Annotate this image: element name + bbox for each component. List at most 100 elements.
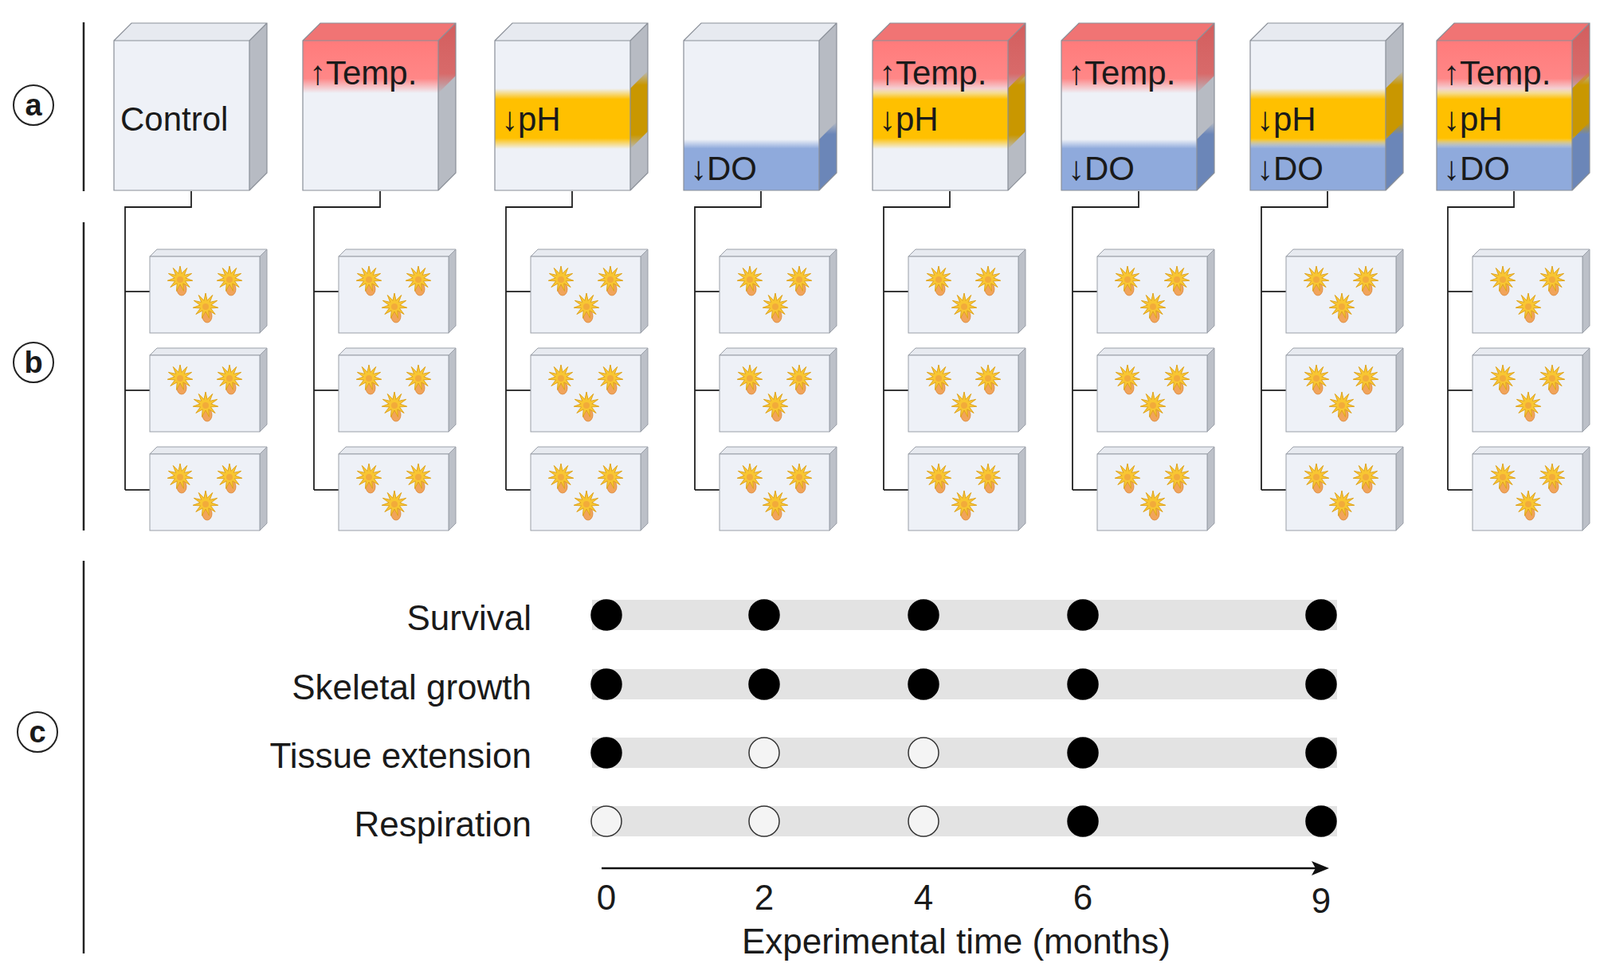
coral-mouth [772,501,779,508]
tank-top [530,447,648,455]
tank-front [719,256,830,334]
band-row: ↓DO [1250,145,1386,193]
coral-tentacles [1303,463,1330,489]
tank-drawing [302,23,458,193]
coral-tentacles [1140,490,1166,516]
coral-tentacles [597,463,624,489]
coral-tentacles [356,463,382,489]
coral-mouth [365,375,373,382]
tank-side [259,348,267,432]
tank-top [149,348,267,356]
coral-tentacles [381,392,408,417]
tank-top [1472,249,1590,257]
coral-tentacles [192,293,219,318]
tank-side [1396,447,1404,531]
measured-dot [1067,737,1099,769]
bracket-tick [505,290,531,293]
tank-front [908,454,1019,531]
coral-tentacles [167,364,193,390]
coral-mouth [583,402,590,409]
coral-tentacles [1114,364,1141,390]
tank-front [719,355,830,432]
coral-polyp [597,364,624,395]
tank-side [1207,348,1215,432]
coral-polyp [356,364,382,395]
coral-polyp [1539,266,1565,296]
coral-mouth [607,276,614,283]
coral-tentacles [925,463,952,489]
coral-polyp [1114,266,1141,296]
tank-top [872,23,1026,41]
tank-side [640,249,648,334]
tank-side [1007,23,1026,191]
coral-polyp [216,266,243,296]
replicate-tank [338,447,456,531]
coral-polyp [1515,490,1542,521]
bracket-tick [694,489,720,491]
coral-polyp [1303,266,1330,296]
coral-polyp [951,490,977,521]
bracket-tick [1261,489,1287,491]
tank-front [872,40,1008,191]
coral-mouth [607,375,614,382]
coral-mouth [176,474,184,481]
bracket-tick [1261,389,1287,392]
treatment-label: ↓pH [501,102,561,137]
tank-side [1582,249,1590,334]
treatment-band-side [1007,70,1026,150]
bracket-tick [125,290,150,293]
coral-tentacles [1490,463,1516,489]
bracket-tick [1072,489,1098,491]
coral-mouth [1499,276,1506,283]
coral-tentacles [356,364,382,390]
tank-front [1097,355,1208,432]
treatment-band [872,40,1008,94]
tank-side [1582,348,1590,432]
tank-front [338,256,449,334]
treatment-band-side [1572,121,1590,191]
bracket-tick [313,489,339,491]
tank-top [149,447,267,455]
coral-polyp [405,463,432,494]
measured-dot [1305,806,1337,837]
label-anchor: 4 [913,880,934,916]
timeline-bar [592,600,1338,631]
treatment-band [1061,139,1197,191]
band-row: ↓DO [1061,145,1197,193]
tank-front [1061,40,1197,191]
coral-polyp [762,490,789,521]
tank-front [530,256,641,334]
coral-tentacles [1352,266,1379,291]
unmeasured-dot [749,737,780,769]
coral-polyp [786,463,812,494]
coral-mouth [176,276,184,283]
timeline-bar [592,669,1338,700]
tank-top [149,249,267,257]
replicate-tank [1472,348,1590,432]
treatment-tank: Control [113,40,250,191]
coral-tentacles [192,490,219,516]
tank-side [259,249,267,334]
coral-mouth [1525,303,1532,310]
coral-mouth [746,474,753,481]
replicate-tank [530,447,648,531]
tank-side [819,23,837,191]
coral-mouth [935,474,942,481]
coral-polyp [1140,490,1166,521]
tank-front [494,40,631,191]
coral-polyp [192,293,219,323]
coral-tentacles [1515,490,1542,516]
coral-mouth [772,402,779,409]
replicate-tank [149,249,267,334]
coral-polyp [548,463,574,494]
coral-mouth [391,501,398,508]
coral-polyp [548,364,574,395]
replicate-tank [149,348,267,432]
tank-front [908,355,1019,432]
coral-polyp [573,293,600,323]
coral-polyp [597,266,624,296]
tank-top [1097,447,1215,455]
tank-outline [683,23,837,191]
tank-outline [1250,23,1404,191]
coral-mouth [935,276,942,283]
